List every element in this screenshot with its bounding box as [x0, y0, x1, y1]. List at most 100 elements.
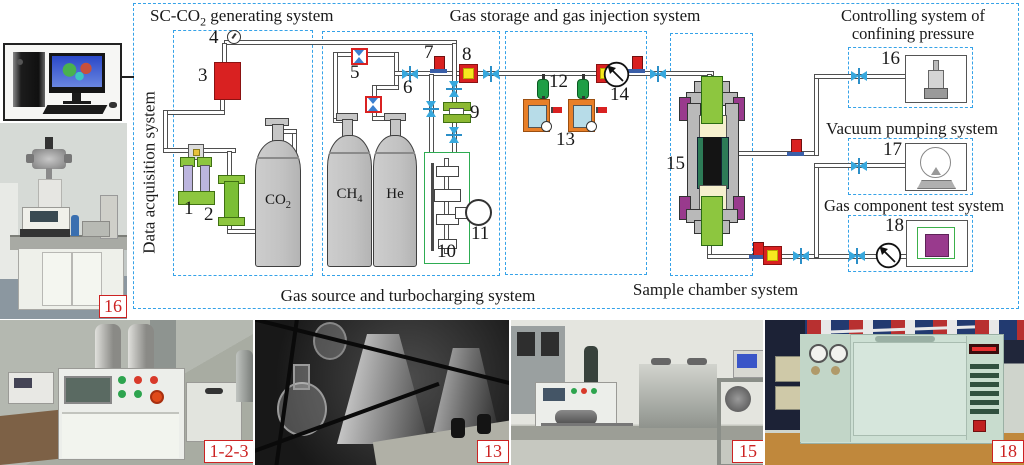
valve-icon [793, 248, 809, 264]
pipe [734, 151, 818, 156]
pipe [333, 52, 338, 122]
scco2-system-box [173, 30, 313, 276]
shutoff-valve-icon [365, 96, 382, 113]
label-3: 3 [198, 65, 208, 86]
pc-screen [52, 56, 102, 87]
pipe [163, 110, 225, 115]
valve-icon [851, 68, 867, 84]
co2-cylinder-label: CO2 [264, 192, 292, 211]
photo123-button [118, 390, 126, 398]
photo16-lower-stem [46, 168, 52, 181]
motor11-icon [465, 199, 492, 226]
photo16-crosshead [32, 149, 66, 169]
photo-gas-reservoirs: 13 [255, 320, 509, 465]
pipe [222, 43, 227, 64]
photo15-port [725, 386, 751, 412]
label-1: 1 [184, 198, 194, 219]
label-12: 12 [549, 71, 568, 92]
outer-system-box [133, 3, 1019, 309]
pc-monitor-base [63, 101, 91, 104]
photo13-fitting [451, 418, 465, 438]
heater-component-3 [214, 62, 241, 100]
photo123-handle [205, 388, 223, 394]
gas-analyzer-cell [925, 234, 949, 257]
pump1-fitting [193, 149, 200, 156]
pump1-column [200, 165, 210, 194]
vacuum-pump-triangle [931, 167, 941, 175]
title-scco2: SC-CO2 generating system [150, 6, 334, 29]
gas-test-box [848, 215, 973, 272]
valve-icon [446, 81, 462, 97]
photo18-display-digits [972, 347, 996, 351]
label-6: 6 [403, 77, 413, 98]
photo15-horizontal-cylinder [555, 410, 597, 425]
he-cylinder-label: He [386, 186, 404, 202]
confining-pump-base [924, 88, 948, 99]
pump1-base [178, 191, 215, 205]
valve-icon [851, 158, 867, 174]
chamber-sleeve [721, 137, 729, 189]
he-cylinder [373, 135, 417, 267]
label-8: 8 [462, 44, 472, 65]
valve-icon [446, 127, 462, 143]
booster-block [434, 189, 461, 202]
photo-computer [3, 43, 122, 121]
photo16-controller-screen [30, 211, 58, 222]
photo15-rail [541, 423, 633, 426]
photo18-module [775, 386, 801, 410]
pc-mouse [109, 102, 117, 108]
photo15-blue-screen [737, 354, 757, 368]
vessel2-flange [218, 217, 245, 226]
pipe [227, 151, 232, 178]
photo123-button [134, 376, 142, 384]
photo123-label: 1-2-3 [204, 440, 253, 463]
photo123-console-screen [64, 376, 112, 404]
label-7: 7 [424, 42, 434, 63]
pump1-column [183, 165, 193, 194]
photo15-window [541, 332, 559, 356]
photo18-label: 18 [992, 440, 1024, 463]
pipe [814, 74, 819, 156]
gas-source-box [322, 31, 500, 276]
pipe [814, 163, 819, 258]
reservoir13-handle [596, 107, 607, 113]
photo15-steel-box [639, 364, 717, 428]
pipe [163, 110, 168, 153]
reservoir13-gauge [586, 121, 597, 132]
cylinder-weld-line [257, 157, 299, 159]
photo18-power-button [973, 420, 986, 432]
photo16-door [42, 252, 72, 306]
pipe [224, 40, 457, 45]
valve-icon [849, 248, 865, 264]
photo16-knob [64, 154, 72, 163]
photo123-side-instrument [8, 372, 54, 404]
photo123-cabinet [62, 412, 179, 458]
photo18-lid [853, 342, 967, 436]
photo18-module [775, 356, 801, 382]
label-4: 4 [209, 27, 219, 48]
gas-storage-box [505, 31, 647, 275]
photo15-button [591, 388, 597, 394]
cylinder-weld-line [375, 152, 415, 154]
vessel2-body [224, 181, 239, 220]
photo15-console-screen [543, 388, 565, 401]
photo13-flask-neck [293, 364, 310, 390]
photo-confining-device: 16 [0, 123, 127, 319]
photo16-bottle [71, 215, 79, 236]
reservoir13-gauge [541, 121, 552, 132]
title-data-acquisition: Data acquisition system [139, 91, 159, 254]
photo13-fitting [477, 414, 491, 434]
photo123-cylinder [95, 324, 121, 372]
reservoir13-handle [551, 107, 562, 113]
relief-valve-icon [628, 56, 645, 73]
vacuum-pump-base [917, 180, 956, 189]
title-gas-storage: Gas storage and gas injection system [449, 6, 701, 25]
computer-connector-line [118, 76, 134, 78]
photo16-partition [0, 183, 18, 279]
booster-block [438, 239, 457, 249]
photo16-knob [26, 154, 34, 163]
pressure-sensor-icon [459, 64, 478, 83]
photo-gas-source-lab: 1-2-3 [0, 320, 253, 465]
booster-block [436, 214, 459, 225]
booster-block [436, 166, 459, 177]
